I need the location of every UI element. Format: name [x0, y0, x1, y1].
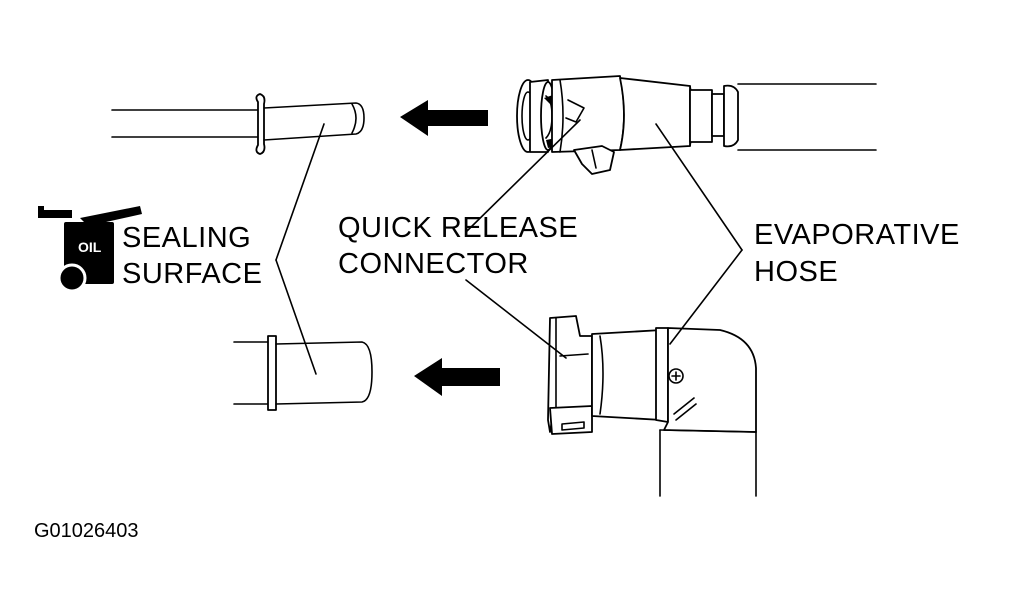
oil-can-icon: OIL — [38, 206, 142, 293]
label-sealing-line2: SURFACE — [122, 258, 262, 290]
label-evap-line1: EVAPORATIVE — [754, 219, 960, 251]
bottom-connector — [547, 315, 757, 497]
left-arrow-icon — [414, 358, 500, 396]
oil-icon-text: OIL — [78, 239, 102, 255]
label-sealing-line1: SEALING — [122, 222, 251, 254]
label-quick-line2: CONNECTOR — [338, 248, 529, 280]
leader-lines — [275, 119, 743, 375]
label-quick-line1: QUICK RELEASE — [338, 212, 578, 244]
bottom-tube — [233, 335, 373, 411]
figure-id: G01026403 — [34, 520, 139, 542]
left-arrow-icon — [400, 100, 488, 136]
top-tube — [111, 93, 365, 155]
top-connector — [516, 75, 877, 175]
label-evap-line2: HOSE — [754, 256, 838, 288]
